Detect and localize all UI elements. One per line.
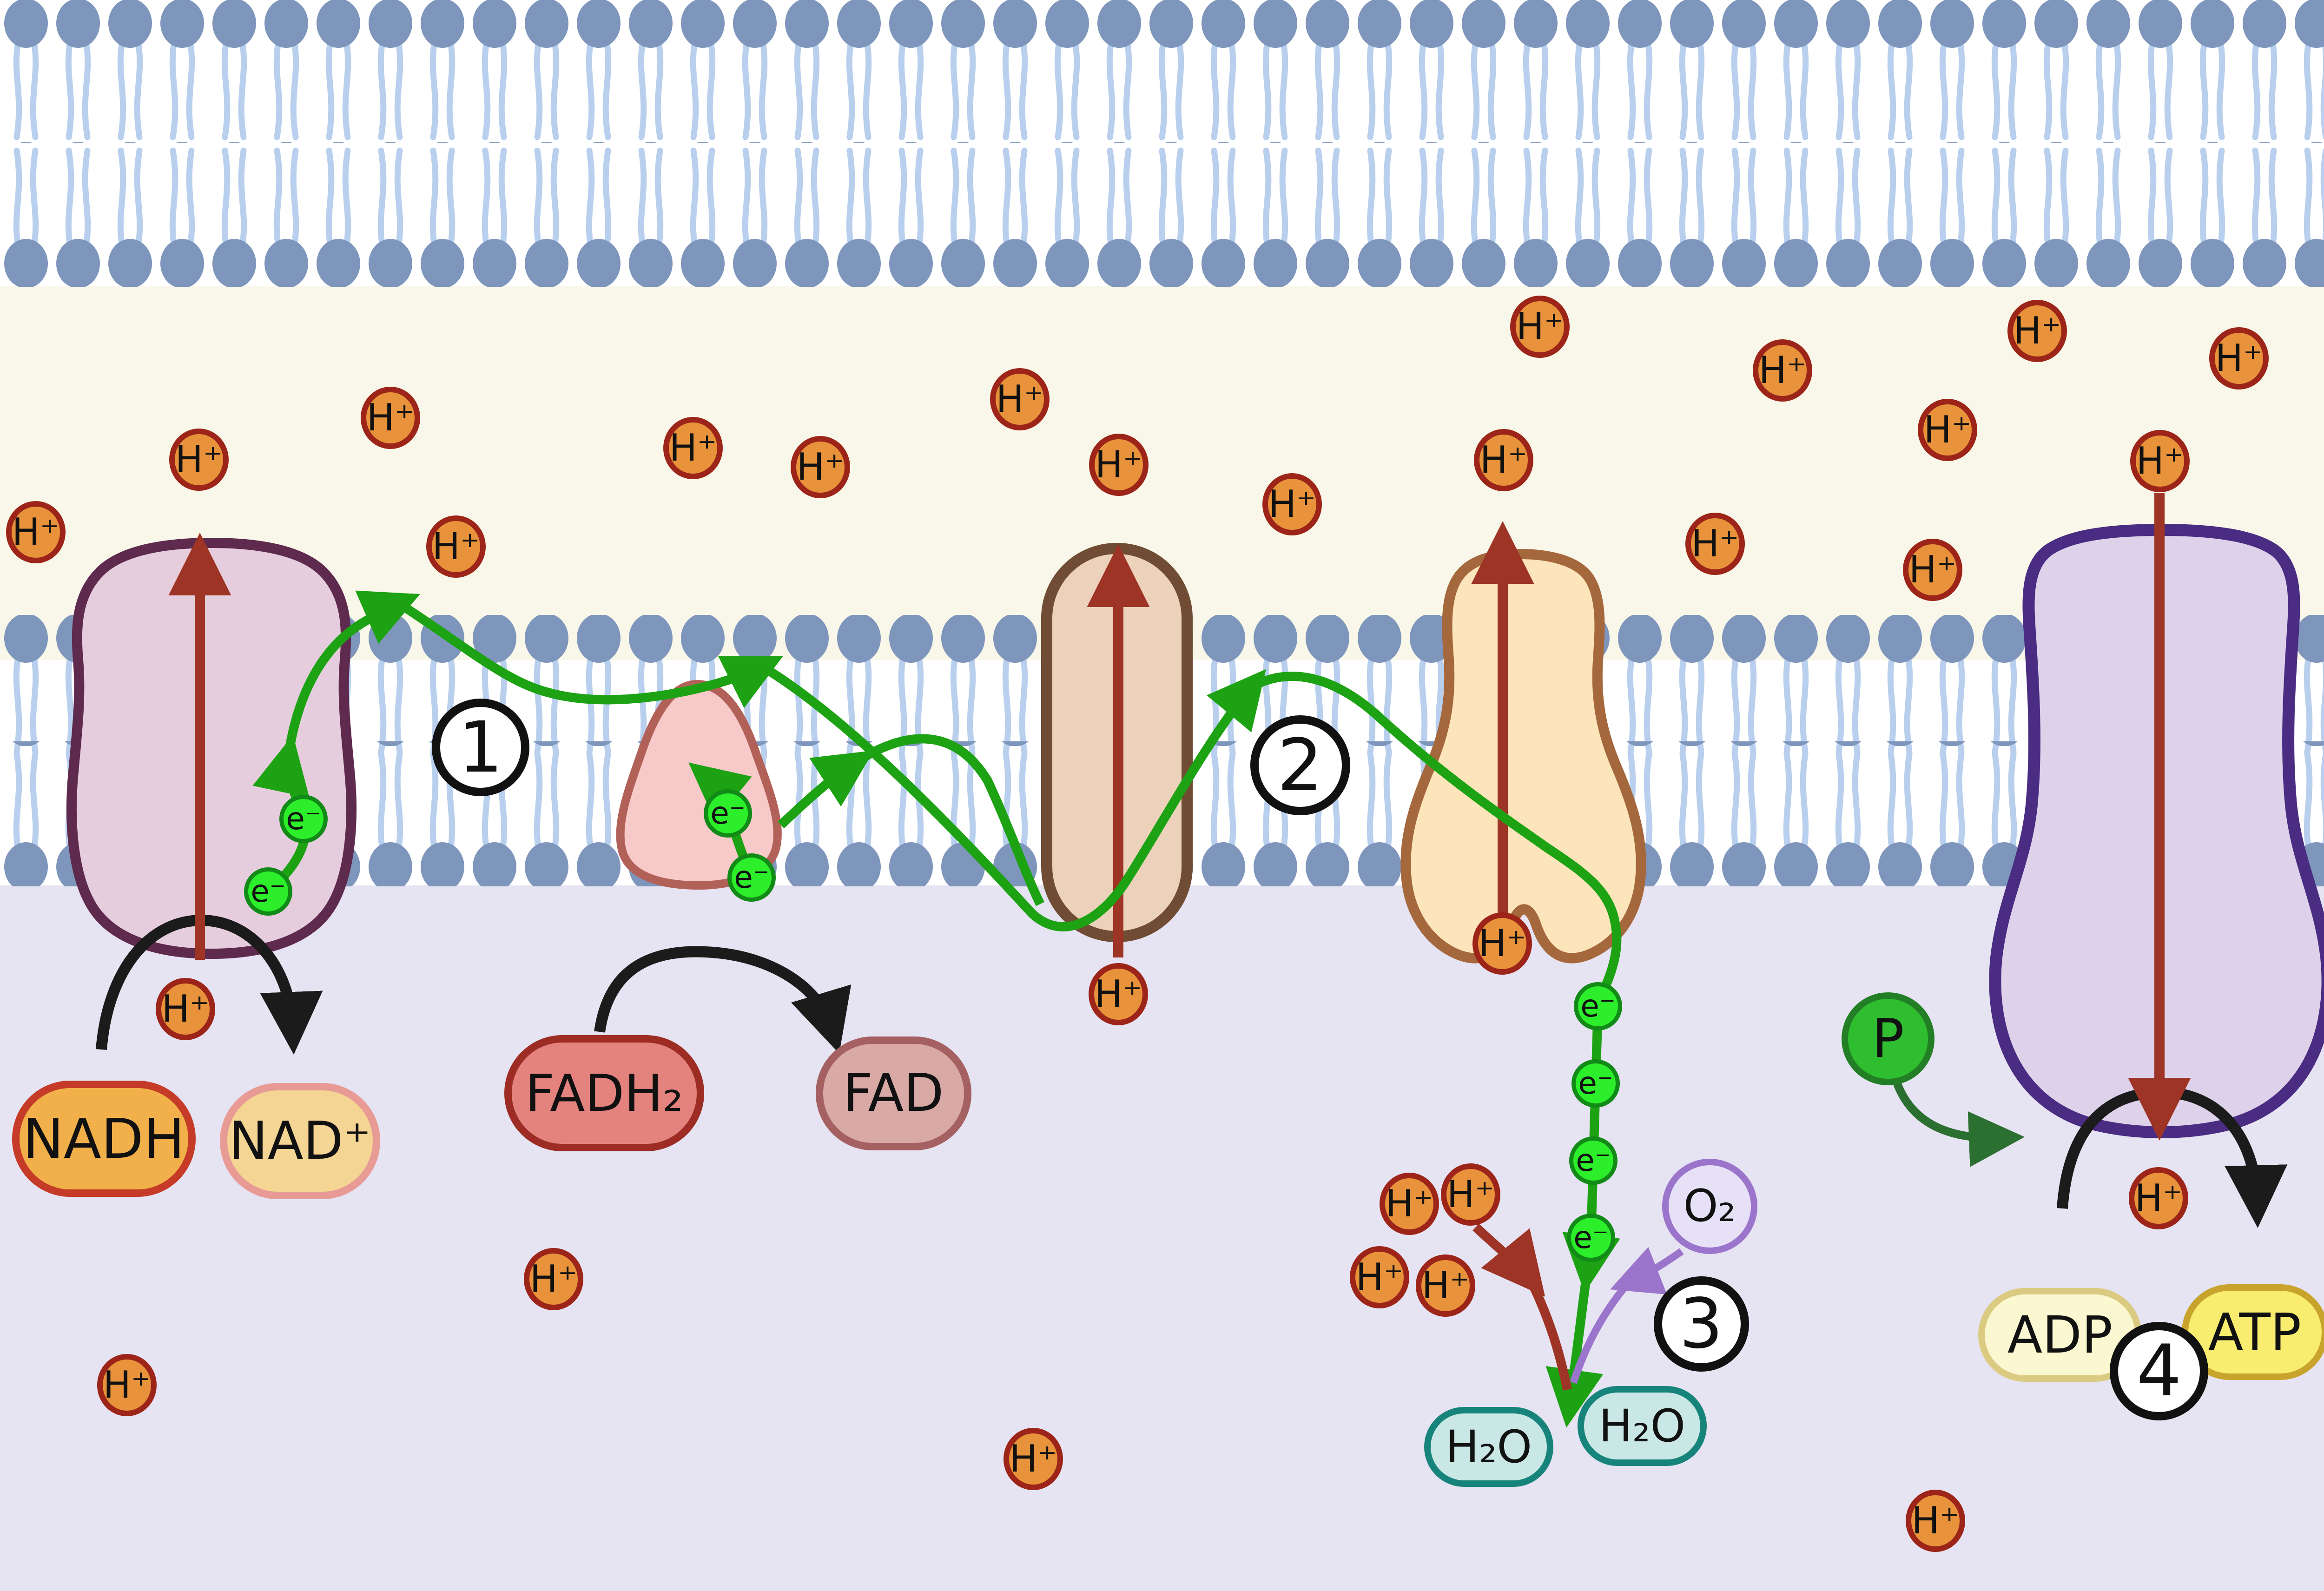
proton-ion: H⁺ [1903,539,1962,601]
proton-ion: H⁺ [1906,1490,1965,1552]
proton-ion: H⁺ [1472,912,1532,975]
electron-particle: e⁻ [244,867,292,916]
proton-ion: H⁺ [524,1248,583,1310]
molecule-atp: ATP [2181,1284,2324,1380]
proton-ion: H⁺ [1004,1428,1063,1490]
proton-ion: H⁺ [156,978,215,1040]
electron-particle: e⁻ [704,789,752,838]
proton-ion: H⁺ [2209,327,2269,389]
electron-path [252,590,1622,1428]
proton-ion: H⁺ [1262,473,1322,535]
proton-ion: H⁺ [1753,339,1812,402]
proton-ion: H⁺ [1474,429,1533,491]
step-marker-4: 4 [2110,1322,2208,1420]
step-marker-3: 3 [1653,1276,1749,1372]
electron-particle: e⁻ [1567,1214,1615,1262]
proton-ion: H⁺ [2007,300,2067,362]
proton-ion: H⁺ [2130,430,2190,492]
proton-ion: H⁺ [169,429,229,491]
molecule-h2o-1: H₂O [1424,1407,1553,1487]
molecule-fadh2: FADH₂ [504,1035,704,1151]
proton-ion: H⁺ [791,436,850,498]
molecule-nadh: NADH [12,1081,196,1197]
proton-ion: H⁺ [1416,1254,1475,1317]
proton-ion: H⁺ [990,368,1050,430]
proton-ion: H⁺ [1350,1246,1409,1308]
molecule-fad: FAD [815,1036,971,1150]
molecule-h2o-2: H₂O [1578,1386,1707,1466]
step-marker-2: 2 [1250,715,1350,815]
proton-ion: H⁺ [1089,434,1149,496]
fadh2-to-fad-arrow [594,946,852,1054]
proton-ion: H⁺ [1918,399,1977,461]
proton-ion: H⁺ [663,417,723,479]
proton-ion: H⁺ [2129,1167,2188,1229]
proton-ion: H⁺ [6,501,66,563]
molecule-nad: NAD⁺ [219,1083,380,1199]
electron-particle: e⁻ [279,795,328,843]
matrix [0,885,2324,1591]
electron-particle: e⁻ [1569,1136,1618,1185]
proton-ion: H⁺ [1089,963,1148,1025]
proton-reactant-arrow [1472,1223,1572,1391]
molecule-o2: O₂ [1662,1158,1757,1254]
oxygen-arrow [1570,1247,1684,1384]
electron-particle: e⁻ [1571,1059,1620,1108]
proton-ion: H⁺ [1441,1163,1500,1226]
proton-ion: H⁺ [97,1354,157,1416]
phosphate-arrow [1893,1082,2025,1167]
electron-particle: e⁻ [727,853,776,902]
proton-ion: H⁺ [426,515,486,578]
electron-particle: e⁻ [1574,982,1622,1030]
molecule-phosphate: P [1842,992,1934,1085]
proton-ion: H⁺ [1685,513,1745,575]
proton-ion: H⁺ [1380,1173,1439,1235]
proton-ion: H⁺ [1510,296,1570,358]
outer-membrane [0,0,2324,287]
proton-ion: H⁺ [361,387,420,449]
complex-iv-shape [1400,548,1646,964]
step-marker-1: 1 [432,699,529,796]
